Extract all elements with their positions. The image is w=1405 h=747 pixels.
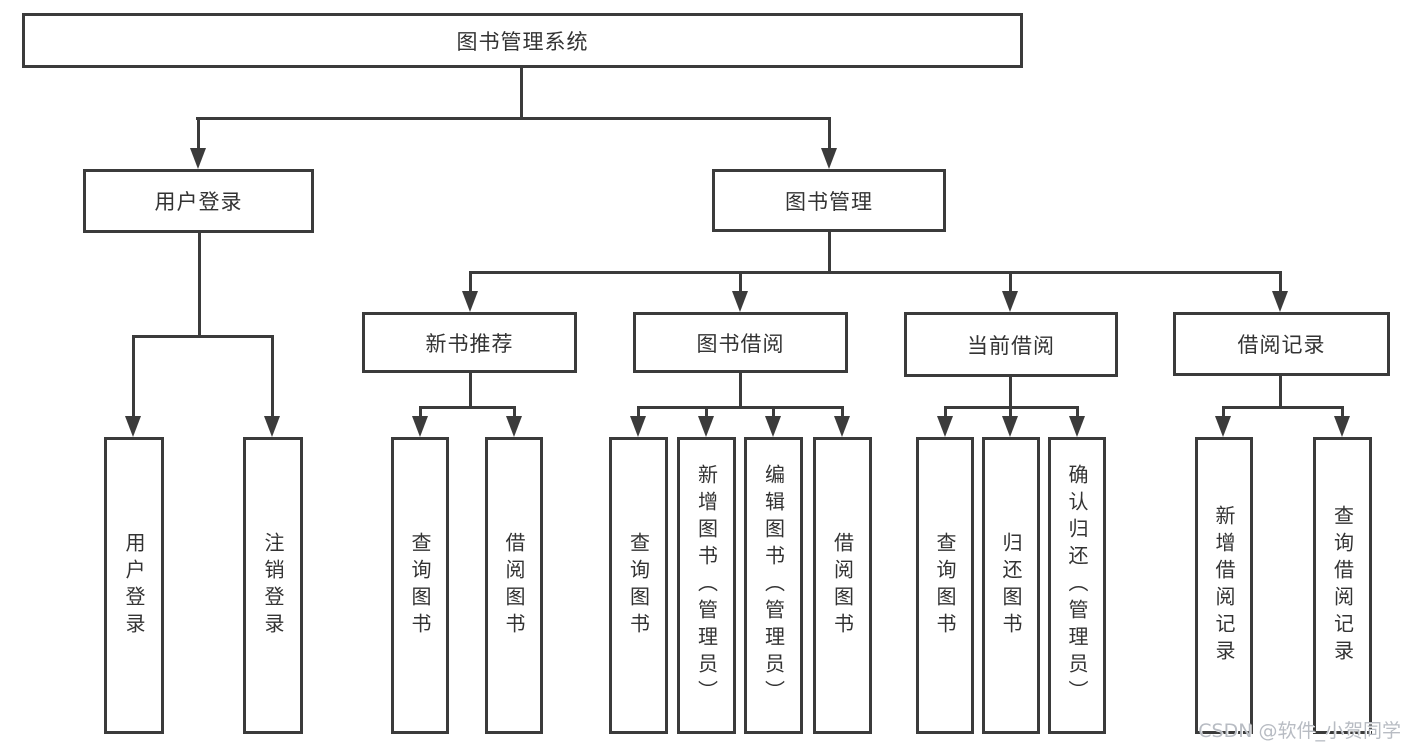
leaf-cb-query-books-label: 查询图书: [933, 531, 957, 640]
connector: [197, 117, 200, 149]
leaf-logout-label: 注销登录: [261, 531, 285, 640]
arrowhead-down-icon: [1272, 291, 1288, 312]
arrowhead-down-icon: [732, 291, 748, 312]
node-new-book-recommend: 新书推荐: [362, 312, 577, 373]
leaf-cb-query-books: 查询图书: [916, 437, 974, 734]
leaf-cb-return-books-label: 归还图书: [999, 531, 1023, 640]
leaf-cb-confirm-return-admin: 确认归还（管理员）: [1048, 437, 1106, 734]
connector: [1222, 406, 1344, 409]
connector: [705, 406, 708, 418]
arrowhead-down-icon: [506, 416, 522, 437]
arrowhead-down-icon: [462, 291, 478, 312]
node-user-login-label: 用户登录: [154, 190, 243, 214]
leaf-bb-add-books-admin-label: 新增图书（管理员）: [694, 464, 719, 707]
arrowhead-down-icon: [630, 416, 646, 437]
connector: [739, 271, 742, 292]
connector: [772, 406, 775, 418]
connector: [1222, 406, 1225, 418]
arrowhead-down-icon: [1002, 416, 1018, 437]
connector: [469, 271, 1282, 274]
connector: [132, 335, 135, 417]
node-root: 图书管理系统: [22, 13, 1023, 68]
leaf-br-add-record: 新增借阅记录: [1195, 437, 1253, 734]
connector: [419, 406, 422, 418]
connector: [271, 335, 274, 417]
leaf-bb-query-books-label: 查询图书: [626, 531, 651, 640]
arrowhead-down-icon: [125, 416, 141, 437]
node-borrow-records: 借阅记录: [1173, 312, 1390, 376]
leaf-br-query-record: 查询借阅记录: [1313, 437, 1372, 734]
connector: [132, 335, 274, 338]
leaf-nbr-borrow-books-label: 借阅图书: [502, 531, 526, 640]
connector: [841, 406, 844, 418]
arrowhead-down-icon: [698, 416, 714, 437]
arrowhead-down-icon: [412, 416, 428, 437]
node-current-borrow: 当前借阅: [904, 312, 1118, 377]
arrowhead-down-icon: [1069, 416, 1085, 437]
arrowhead-down-icon: [264, 416, 280, 437]
connector: [1279, 376, 1282, 409]
leaf-logout: 注销登录: [243, 437, 303, 734]
connector: [637, 406, 640, 418]
connector: [469, 271, 472, 292]
arrowhead-down-icon: [834, 416, 850, 437]
arrowhead-down-icon: [190, 148, 206, 169]
connector: [1009, 271, 1012, 292]
connector: [1009, 377, 1012, 409]
leaf-nbr-query-books-label: 查询图书: [408, 531, 432, 640]
connector: [419, 406, 515, 409]
csdn-watermark: CSDN @软件_小贺同学: [1198, 720, 1401, 742]
connector: [520, 68, 523, 118]
connector: [828, 117, 831, 149]
connector: [739, 373, 742, 409]
connector: [1279, 271, 1282, 292]
arrowhead-down-icon: [1334, 416, 1350, 437]
node-book-borrow: 图书借阅: [633, 312, 848, 373]
leaf-nbr-query-books: 查询图书: [391, 437, 449, 734]
connector: [637, 406, 843, 409]
leaf-bb-edit-books-admin: 编辑图书（管理员）: [744, 437, 803, 734]
connector: [196, 117, 830, 120]
leaf-bb-query-books: 查询图书: [609, 437, 668, 734]
node-book-borrow-label: 图书借阅: [696, 331, 785, 356]
node-book-management: 图书管理: [712, 169, 946, 232]
leaf-bb-borrow-books-label: 借阅图书: [830, 531, 855, 640]
connector: [198, 233, 201, 335]
node-book-management-label: 图书管理: [785, 189, 873, 214]
arrowhead-down-icon: [765, 416, 781, 437]
leaf-bb-add-books-admin: 新增图书（管理员）: [677, 437, 736, 734]
arrowhead-down-icon: [937, 416, 953, 437]
leaf-br-query-record-label: 查询借阅记录: [1330, 504, 1355, 667]
leaf-cb-confirm-return-admin-label: 确认归还（管理员）: [1065, 464, 1089, 707]
node-root-label: 图书管理系统: [456, 29, 589, 54]
arrowhead-down-icon: [821, 148, 837, 169]
connector: [1341, 406, 1344, 418]
leaf-br-add-record-label: 新增借阅记录: [1212, 504, 1236, 667]
connector: [828, 232, 831, 274]
leaf-bb-edit-books-admin-label: 编辑图书（管理员）: [761, 464, 786, 707]
arrowhead-down-icon: [1002, 291, 1018, 312]
leaf-cb-return-books: 归还图书: [982, 437, 1040, 734]
connector: [469, 373, 472, 409]
node-borrow-records-label: 借阅记录: [1237, 333, 1326, 357]
arrowhead-down-icon: [1215, 416, 1231, 437]
connector: [944, 406, 947, 418]
node-current-borrow-label: 当前借阅: [967, 333, 1055, 358]
leaf-user-login: 用户登录: [104, 437, 164, 734]
connector: [1076, 406, 1079, 418]
leaf-nbr-borrow-books: 借阅图书: [485, 437, 543, 734]
node-new-book-recommend-label: 新书推荐: [425, 331, 514, 356]
connector: [1009, 406, 1012, 418]
leaf-bb-borrow-books: 借阅图书: [813, 437, 872, 734]
connector: [513, 406, 516, 418]
node-user-login: 用户登录: [83, 169, 314, 233]
leaf-user-login-label: 用户登录: [122, 531, 146, 640]
